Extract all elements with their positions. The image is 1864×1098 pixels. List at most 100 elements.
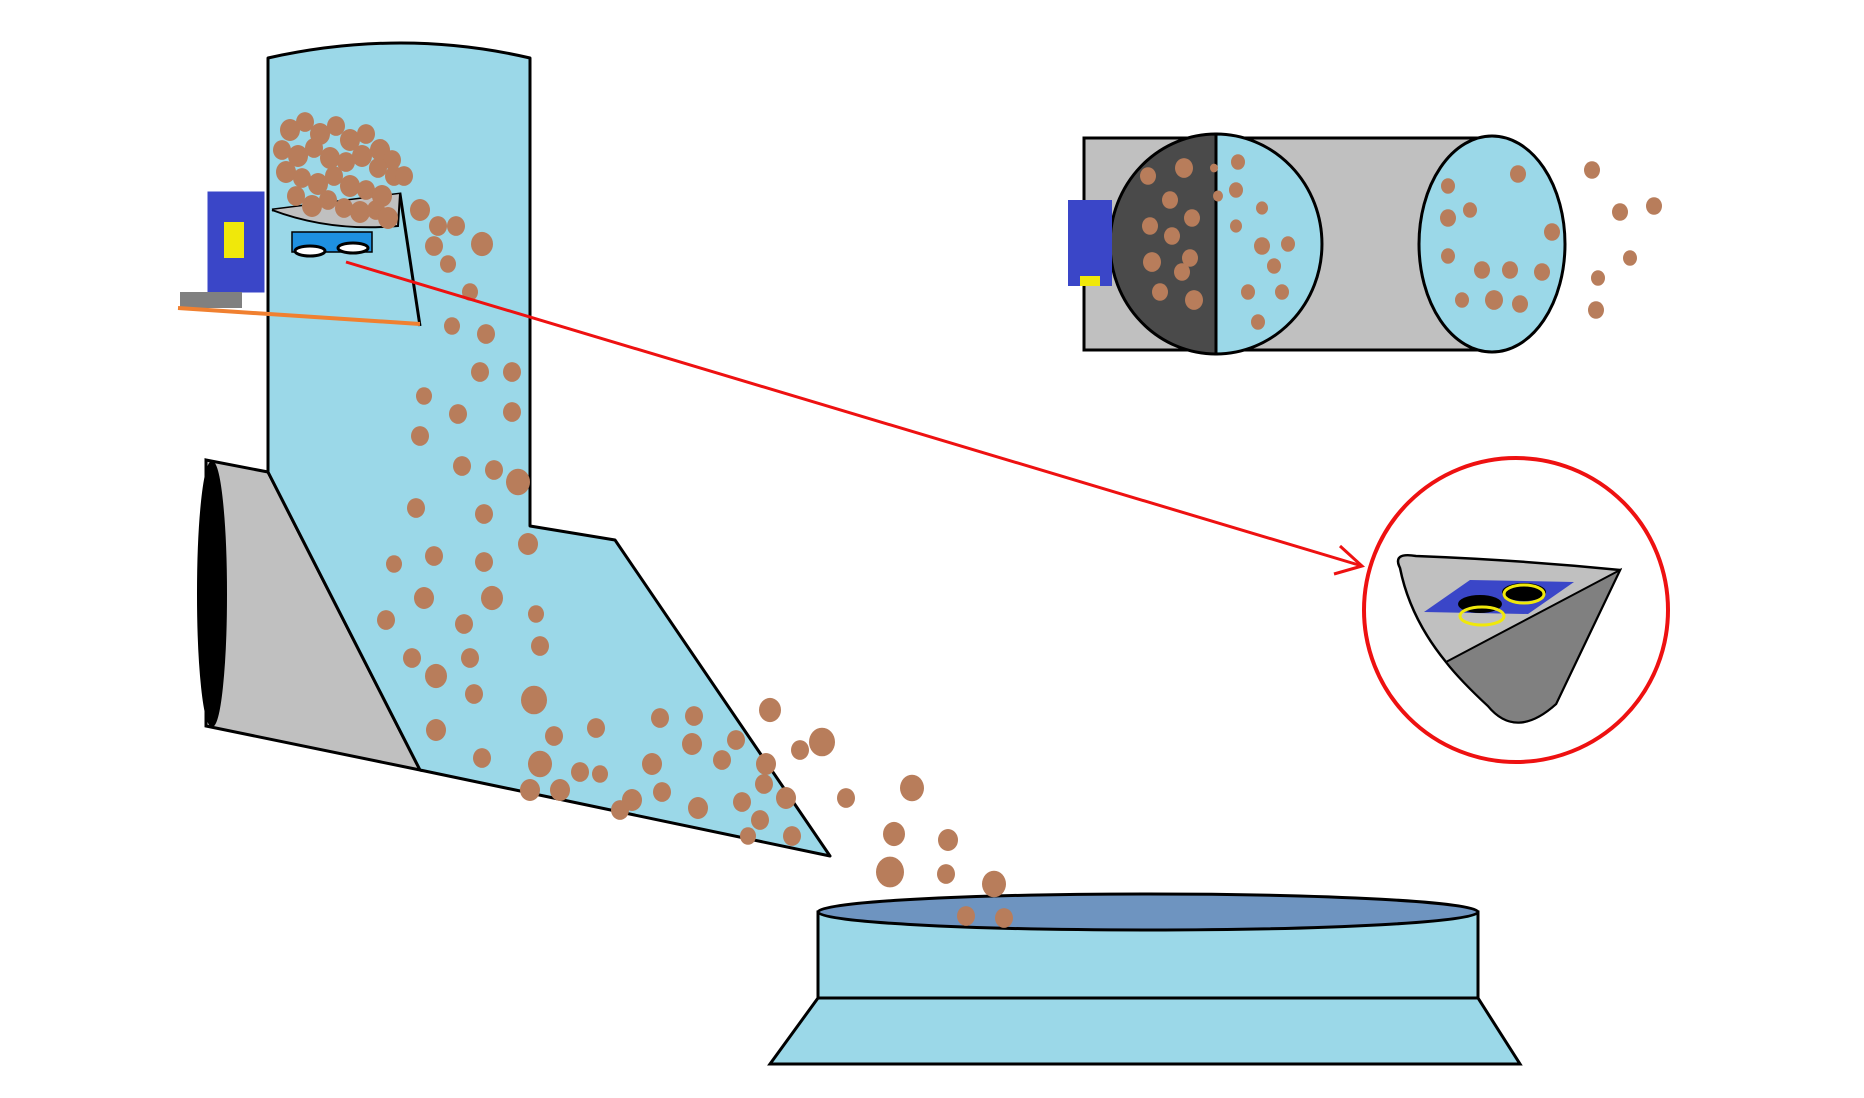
falling-particle xyxy=(957,906,975,926)
tray-base xyxy=(767,996,1523,1066)
zoom-detail-circle xyxy=(1362,456,1670,764)
cross-section-particle xyxy=(1162,191,1178,209)
cross-section-particle xyxy=(1588,301,1604,319)
particle xyxy=(518,533,538,555)
particle xyxy=(352,145,372,167)
cross-section-particle xyxy=(1455,292,1469,308)
particle xyxy=(751,810,769,830)
cross-section-particle xyxy=(1184,209,1200,227)
particle xyxy=(520,779,540,801)
particle xyxy=(280,119,300,141)
particle xyxy=(783,826,801,846)
particle xyxy=(453,456,471,476)
cross-section-particle xyxy=(1256,201,1268,215)
falling-particle xyxy=(938,829,958,851)
particle xyxy=(651,708,669,728)
particle xyxy=(682,733,702,755)
particle xyxy=(411,426,429,446)
ultrasonic-sensor-icon xyxy=(291,231,373,258)
particle xyxy=(550,779,570,801)
cross-section-view xyxy=(1068,132,1567,356)
falling-particle xyxy=(883,821,905,847)
cross-section-particle xyxy=(1229,182,1243,198)
particle xyxy=(653,782,671,802)
motor-block-icon xyxy=(177,191,421,326)
falling-particle xyxy=(982,870,1006,898)
cross-section-particle xyxy=(1281,236,1295,252)
tray-opening xyxy=(816,892,1480,932)
cross-section-particle xyxy=(1275,284,1289,300)
particle xyxy=(335,198,353,218)
cross-section-particle xyxy=(1512,295,1528,313)
particle xyxy=(740,827,756,845)
cross-section-particle xyxy=(1175,158,1193,178)
cross-section-particle xyxy=(1441,248,1455,264)
side-pipe-opening xyxy=(197,461,227,727)
particle xyxy=(357,124,375,144)
cross-section-particle xyxy=(1231,154,1245,170)
particle xyxy=(471,362,489,382)
particle xyxy=(308,173,328,195)
particle xyxy=(378,207,398,229)
particle xyxy=(416,387,432,405)
particle xyxy=(327,116,345,136)
particle xyxy=(642,753,662,775)
cross-section-particle xyxy=(1142,217,1158,235)
particle xyxy=(485,460,503,480)
particle xyxy=(503,362,521,382)
cross-section-particle xyxy=(1485,290,1503,310)
cross-section-particle xyxy=(1182,249,1198,267)
cross-section-particle xyxy=(1463,202,1477,218)
particle xyxy=(425,663,447,689)
particle xyxy=(293,168,311,188)
sensor-cone-shadow xyxy=(1444,567,1623,724)
particle xyxy=(325,166,343,186)
falling-particle xyxy=(937,864,955,884)
particle xyxy=(386,555,402,573)
particle xyxy=(545,726,563,746)
cross-section-particle xyxy=(1591,270,1605,286)
particle xyxy=(688,797,708,819)
particle xyxy=(302,195,322,217)
cross-section-particle xyxy=(1534,263,1550,281)
cross-section-particle xyxy=(1241,284,1255,300)
particle xyxy=(733,792,751,812)
cross-section-particle xyxy=(1230,219,1242,233)
particle xyxy=(276,161,296,183)
particle xyxy=(447,216,465,236)
particle xyxy=(455,614,473,634)
falling-particle xyxy=(809,727,835,757)
falling-particle xyxy=(900,774,924,802)
cross-section-particle xyxy=(1152,283,1168,301)
cross-section-particle xyxy=(1143,252,1161,272)
cross-section-particle xyxy=(1584,161,1600,179)
cross-section-particles xyxy=(1140,154,1662,330)
particle xyxy=(340,175,360,197)
particle xyxy=(791,740,809,760)
cross-section-particle xyxy=(1267,258,1281,274)
particle xyxy=(444,317,460,335)
particle xyxy=(471,231,493,257)
particle xyxy=(475,552,493,572)
cross-section-particle xyxy=(1251,314,1265,330)
particle xyxy=(407,498,425,518)
particle xyxy=(587,718,605,738)
particle xyxy=(350,201,370,223)
particle xyxy=(592,765,608,783)
particle xyxy=(481,585,503,611)
callout-arrow xyxy=(345,260,1366,576)
cross-section-particle xyxy=(1140,167,1156,185)
particle xyxy=(528,605,544,623)
left-particles xyxy=(273,112,809,846)
particle xyxy=(449,404,467,424)
falling-particle xyxy=(837,788,855,808)
cross-section-particle xyxy=(1441,178,1455,194)
cross-section-particle xyxy=(1502,261,1518,279)
particle xyxy=(395,166,413,186)
particle xyxy=(477,324,495,344)
cross-section-particle xyxy=(1185,290,1203,310)
particle xyxy=(776,787,796,809)
particle xyxy=(273,140,291,160)
cross-section-motor-icon xyxy=(1068,200,1112,286)
